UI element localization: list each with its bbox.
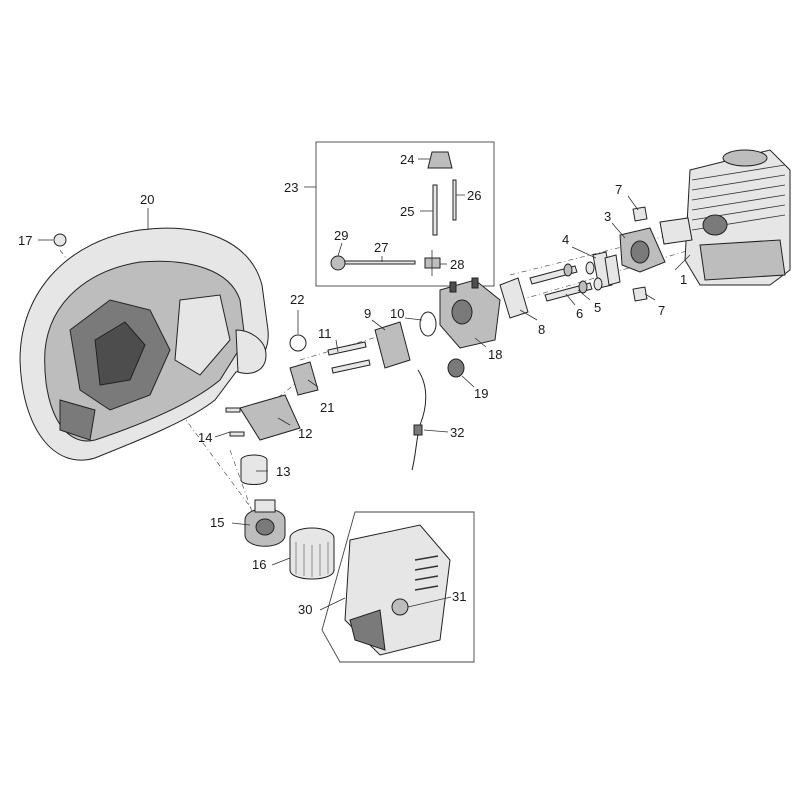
fuel-line-kit-frame <box>315 141 495 287</box>
callout-12: 12 <box>298 426 312 441</box>
elbow-pipe <box>244 499 286 547</box>
callout-24: 24 <box>400 152 414 167</box>
callout-21: 21 <box>320 400 334 415</box>
callout-16: 16 <box>252 557 266 572</box>
callout-13: 13 <box>276 464 290 479</box>
square-nut-top <box>632 206 648 222</box>
screws-14 <box>225 407 245 437</box>
callout-31: 31 <box>452 589 466 604</box>
callout-32: 32 <box>450 425 464 440</box>
callout-8: 8 <box>538 322 545 337</box>
callout-14: 14 <box>198 430 212 445</box>
bracket-21 <box>289 361 319 396</box>
callout-26: 26 <box>467 188 481 203</box>
callout-1: 1 <box>680 272 687 287</box>
cylinder-gasket <box>659 217 693 245</box>
callout-19: 19 <box>474 386 488 401</box>
callout-15: 15 <box>210 515 224 530</box>
callout-7-top: 7 <box>615 182 622 197</box>
callout-20: 20 <box>140 192 154 207</box>
callout-23: 23 <box>284 180 298 195</box>
carburetor <box>439 277 501 349</box>
callout-9: 9 <box>364 306 371 321</box>
callout-29: 29 <box>334 228 348 243</box>
carburetor-gasket <box>499 277 529 319</box>
leader-lines <box>38 158 691 611</box>
callout-6: 6 <box>576 306 583 321</box>
cylinder <box>684 149 791 286</box>
fuel-hose <box>411 369 427 471</box>
carburetor-boot <box>447 358 465 378</box>
callout-5: 5 <box>594 300 601 315</box>
callout-30: 30 <box>298 602 312 617</box>
callout-22: 22 <box>290 292 304 307</box>
carburetor-spacer <box>374 321 411 369</box>
callout-labels: 1 3 4 5 6 7 7 8 9 10 11 12 13 14 15 16 1… <box>18 152 687 617</box>
callout-4: 4 <box>562 232 569 247</box>
bolts-and-washers <box>529 261 603 302</box>
square-nut-bottom <box>632 286 648 302</box>
intake-manifold <box>619 227 666 273</box>
callout-17: 17 <box>18 233 32 248</box>
callout-18: 18 <box>488 347 502 362</box>
screws-11 <box>327 341 371 374</box>
callout-7-bottom: 7 <box>658 303 665 318</box>
valve-body <box>239 394 301 441</box>
filter-element <box>289 527 335 580</box>
cover-knob <box>391 598 409 616</box>
callout-27: 27 <box>374 240 388 255</box>
callout-28: 28 <box>450 257 464 272</box>
sleeve <box>240 454 268 485</box>
callout-3: 3 <box>604 209 611 224</box>
air-box-housing <box>19 227 269 461</box>
seal-ring <box>289 334 307 352</box>
callout-25: 25 <box>400 204 414 219</box>
filter-cover <box>344 524 451 656</box>
plug-17 <box>53 233 67 247</box>
air-filter-cover-frame <box>321 511 475 663</box>
fuel-kit-parts <box>330 151 457 276</box>
gasket-4b <box>604 254 621 286</box>
o-ring <box>419 311 437 337</box>
callout-10: 10 <box>390 306 404 321</box>
callout-11: 11 <box>318 326 332 341</box>
